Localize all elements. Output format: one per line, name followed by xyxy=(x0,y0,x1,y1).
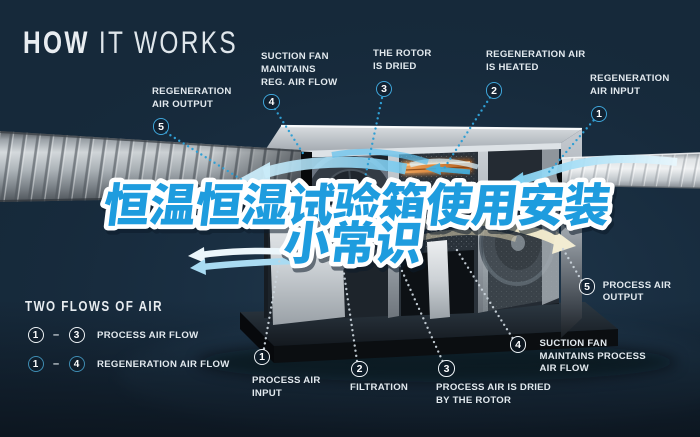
title-word-it-works: IT WORKS xyxy=(98,23,238,60)
callout-number: 4 xyxy=(515,338,521,351)
callout-label: REGENERATION AIR IS HEATED xyxy=(486,49,586,73)
callout-number: 5 xyxy=(584,280,590,293)
legend-dash: – xyxy=(52,358,60,370)
callout-number: 5 xyxy=(158,120,164,133)
leader-line-regeneration xyxy=(273,107,306,157)
leader-line-regeneration xyxy=(547,119,595,174)
legend-label-process: PROCESS AIR FLOW xyxy=(97,329,199,341)
legend-circle-start: 1 xyxy=(27,356,44,372)
callout-circle: 2 xyxy=(351,360,368,378)
legend-heading: TWO FLOWS OF AIR xyxy=(25,298,163,315)
leader-line-process xyxy=(341,265,359,363)
legend-label-regeneration: REGENERATION AIR FLOW xyxy=(97,358,230,370)
legend-row-process: 1 – 3 PROCESS AIR FLOW xyxy=(27,327,199,343)
callout-label: PROCESS AIR INPUT xyxy=(252,375,321,399)
leader-line-process xyxy=(262,255,282,350)
regen-in-arrow xyxy=(514,154,678,186)
callout-label: SUCTION FAN MAINTAINS PROCESS AIR FLOW xyxy=(539,338,646,375)
leader-line-regeneration xyxy=(441,96,492,172)
machine-lid-edge xyxy=(280,124,583,131)
leader-line-process xyxy=(561,247,583,282)
callout-number: 1 xyxy=(259,351,265,363)
callout-circle: 5 xyxy=(578,278,596,295)
legend-circle-start: 1 xyxy=(27,327,44,343)
callout-number: 1 xyxy=(596,108,602,120)
callout-label: PROCESS AIR IS DRIED BY THE ROTOR xyxy=(436,382,551,406)
leader-line-regeneration xyxy=(360,96,384,194)
legend-circle-end: 3 xyxy=(68,327,85,343)
legend-dash: – xyxy=(52,329,60,341)
legend-circle-end: 4 xyxy=(68,356,85,372)
callout-number: 2 xyxy=(356,363,363,375)
callout-circle: 4 xyxy=(509,336,527,353)
callout-number: 2 xyxy=(491,84,497,97)
machine-lid xyxy=(264,126,582,152)
machine-base-front xyxy=(274,329,618,363)
callout-label: REGENERATION AIR OUTPUT xyxy=(152,86,232,111)
callout-label: SUCTION FAN MAINTAINS REG. AIR FLOW xyxy=(261,51,338,88)
legend-row-regeneration: 1 – 4 REGENERATION AIR FLOW xyxy=(27,356,230,372)
callout-label: REGENERATION AIR INPUT xyxy=(590,73,670,97)
callout-label: FILTRATION xyxy=(350,382,409,394)
callout-circle: 5 xyxy=(152,118,170,135)
callout-label: THE ROTOR IS DRIED xyxy=(373,48,432,72)
legend: TWO FLOWS OF AIR 1 – 3 PROCESS AIR FLOW … xyxy=(25,298,229,372)
callout-circle: 3 xyxy=(438,360,455,377)
title-word-how: HOW xyxy=(23,23,90,60)
callout-circle: 3 xyxy=(375,80,393,98)
regen-out-arrow xyxy=(262,156,408,179)
callout-circle: 4 xyxy=(263,93,280,111)
callout-number: 4 xyxy=(268,96,275,108)
headline-line2-glyphs xyxy=(282,220,427,268)
callout-number: 3 xyxy=(381,83,387,95)
leader-line-regeneration xyxy=(164,131,249,185)
callout-label: PROCESS AIR OUTPUT xyxy=(602,279,672,304)
page-title: HOW IT WORKS xyxy=(23,23,238,60)
callout-circle: 2 xyxy=(485,82,503,99)
inner-panel xyxy=(427,240,450,319)
callout-circle: 1 xyxy=(590,105,608,123)
callout-number: 3 xyxy=(443,362,450,375)
callout-circle: 1 xyxy=(253,348,271,366)
